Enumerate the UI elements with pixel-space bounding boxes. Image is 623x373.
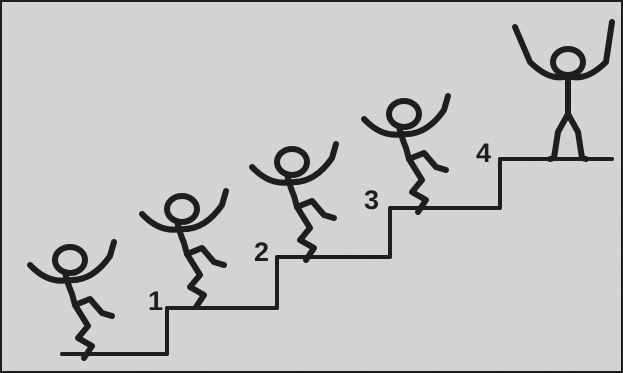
figure-body — [62, 269, 78, 308]
figure-back-leg — [72, 302, 95, 361]
figures-group — [27, 19, 615, 361]
figure-head — [52, 244, 88, 276]
figure-arms — [361, 93, 451, 138]
climbing-figure-2 — [139, 188, 229, 310]
step-label-1: 1 — [148, 286, 163, 316]
figure-front-leg — [406, 150, 449, 173]
figure-back-leg — [294, 204, 317, 263]
figure-right-leg — [565, 111, 589, 162]
figure-left-leg — [547, 111, 571, 162]
figure-body — [284, 171, 300, 210]
figure-head — [164, 193, 200, 225]
figure-body — [174, 218, 190, 257]
climbing-figure-4 — [361, 93, 451, 215]
staircase-line — [60, 157, 614, 356]
climbing-figure-3 — [249, 141, 339, 263]
figure-arms — [27, 239, 117, 284]
figure-arms — [249, 141, 339, 186]
figure-back-leg — [184, 251, 207, 310]
figure-back-leg — [406, 156, 429, 215]
figure-body — [396, 123, 412, 162]
step-label-4: 4 — [476, 138, 491, 168]
figure-front-leg — [294, 198, 337, 221]
figure-arms — [139, 188, 229, 233]
figure-head — [274, 146, 310, 178]
climbing-figure-1 — [27, 239, 117, 361]
figure-head — [386, 98, 422, 130]
step-label-3: 3 — [364, 185, 379, 215]
figure-front-leg — [72, 296, 115, 319]
step-label-2: 2 — [254, 237, 269, 267]
figure-front-leg — [184, 245, 227, 268]
celebrating-figure — [512, 19, 615, 162]
